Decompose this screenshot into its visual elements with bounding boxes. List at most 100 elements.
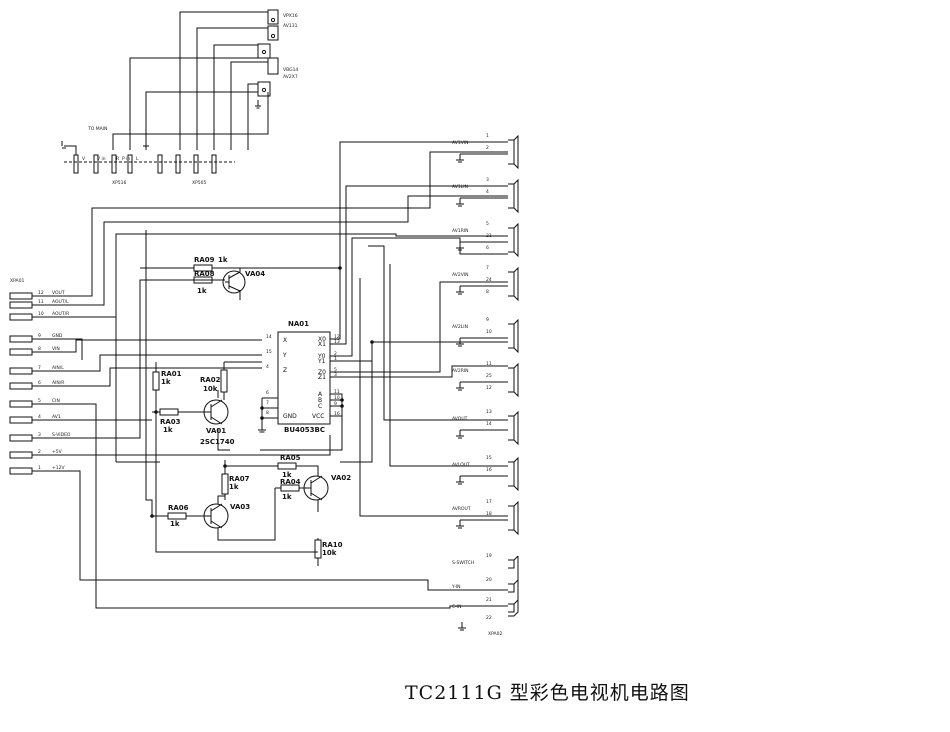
transistor-va02 <box>303 475 329 501</box>
ic-right-pin-number: 1 <box>334 356 337 362</box>
left-pin-box <box>9 301 33 309</box>
left-pin-name: CIN <box>52 398 60 404</box>
ra03-ref: RA03 <box>160 418 181 426</box>
rca-jack <box>508 410 519 446</box>
left-pin-number: 11 <box>38 299 44 305</box>
jack-group-name: AV1LIN <box>452 184 468 190</box>
jack-pin-number: 16 <box>486 467 492 473</box>
left-pin-name: +5V <box>52 449 63 455</box>
ic-right-pin-name: B <box>318 397 322 404</box>
ic-body <box>277 331 331 425</box>
resistor-ra08 <box>193 276 213 284</box>
ic-right-pin-name: X1 <box>318 341 326 348</box>
left-pin-name: VIN <box>52 346 60 352</box>
va01-part: 2SC1740 <box>200 438 235 446</box>
jack-pin-number: 24 <box>486 277 492 283</box>
top-pin-3: P in <box>122 156 130 162</box>
ra04-value: 1k <box>282 493 292 501</box>
ra10-value: 10k <box>322 549 337 557</box>
jack-pin-number: 25 <box>486 373 492 379</box>
jack-group-name: AV2VIN <box>452 272 469 278</box>
ra10-ref: RA10 <box>322 541 343 549</box>
ic-right-pin-name: Z1 <box>318 374 326 381</box>
top-label-3: AV2X7 <box>283 74 298 80</box>
ic-left-pin-number: 8 <box>266 410 269 416</box>
top-pins <box>73 154 217 174</box>
ic-right-pin-name: A <box>318 391 323 398</box>
left-pin-number: 4 <box>38 414 41 420</box>
to-main-label: TO MAIN <box>87 126 107 132</box>
transistor-va03 <box>203 503 229 529</box>
resistor-ra01 <box>152 371 160 391</box>
ra05-ref: RA05 <box>280 454 301 462</box>
left-pin-name: AOUT/R <box>52 311 69 317</box>
ic-right-pin-number: 11 <box>334 389 340 395</box>
right-jacks: AV1VIN12AV1LIN34AV1RIN5216AV2VIN7248AV2L… <box>451 133 519 637</box>
ra07-value: 1k <box>229 483 239 491</box>
ic-right-pin-name: Y0 <box>317 353 326 360</box>
ic-right-pin-number: 13 <box>334 339 340 345</box>
jack-pin-number: 7 <box>486 265 489 271</box>
jack-pin-number: 13 <box>486 409 492 415</box>
rca-jack <box>508 266 519 302</box>
jack-group-name: AV2LIN <box>452 324 468 330</box>
resistor-ra07 <box>221 473 229 495</box>
resistor-ra02 <box>220 369 228 393</box>
ic-left-pin-number: 6 <box>266 390 269 396</box>
jack-group-name: AVROUT <box>452 506 471 512</box>
left-pin-number: 9 <box>38 333 41 339</box>
resistor-ra09 <box>193 264 213 272</box>
jack-pin-number: 4 <box>486 189 489 195</box>
ic-left-pin-number: 15 <box>266 349 272 355</box>
ic-right-pin-name: Z0 <box>318 369 326 376</box>
rca-jack <box>508 500 519 536</box>
ic-left-pin-number: 7 <box>266 400 269 406</box>
left-pin-name: AIN/L <box>52 365 64 371</box>
ic-left-pin-name: Z <box>283 367 287 374</box>
ra09-value: 1k <box>218 256 228 264</box>
ic-right-pin-name: C <box>318 403 322 410</box>
resistor-ra06 <box>167 512 187 520</box>
left-pin-name: +12V <box>52 465 65 471</box>
ic-right-pin-number: 12 <box>334 334 340 340</box>
jack-pin-number: 17 <box>486 499 492 505</box>
jack-pin-number: 5 <box>486 221 489 227</box>
right-jacks-ref: XPA02 <box>488 631 502 637</box>
left-pin-box <box>9 451 33 459</box>
jack-pin-number: 14 <box>486 421 492 427</box>
jack-pin-number: 8 <box>486 289 489 295</box>
rca-jack <box>508 456 519 492</box>
left-connector-ref: XPA01 <box>10 278 24 284</box>
top-part-1: XP505 <box>192 180 207 186</box>
rca-jack <box>508 134 519 170</box>
resistor-ra04 <box>280 484 300 492</box>
left-pin-box <box>9 335 33 343</box>
ic-right-pin-number: 9 <box>334 401 337 407</box>
ra01-value: 1k <box>161 378 171 386</box>
top-label-0: VPX16 <box>283 13 298 19</box>
svideo-jack <box>508 599 519 613</box>
top-pin-2: R <box>116 156 119 162</box>
va04-ref: VA04 <box>245 270 265 278</box>
left-pin-name: VOUT <box>52 290 65 296</box>
top-connector: VPX16 AV131 VBG14 AV2X7 TO MAIN V V in R… <box>61 9 298 186</box>
left-pin-box <box>9 467 33 475</box>
left-pin-name: AV1 <box>52 414 61 420</box>
ic-right-pin-name: X0 <box>318 336 326 343</box>
ra02-value: 10k <box>203 385 218 393</box>
va03-ref: VA03 <box>230 503 250 511</box>
ra06-ref: RA06 <box>168 504 189 512</box>
ic-ref: NA01 <box>288 320 309 328</box>
jack-group-name: C-IN <box>452 604 461 610</box>
jack-pin-number: 20 <box>486 577 492 583</box>
top-pin-0: V <box>82 156 86 162</box>
jack-pin-number: 15 <box>486 455 492 461</box>
ic-right-pin-number: 16 <box>334 411 340 417</box>
jack-pin-number: 9 <box>486 317 489 323</box>
diagram-caption: TC2111G 型彩色电视机电路图 <box>405 682 690 704</box>
left-pin-name: GND <box>52 333 63 339</box>
top-part-0: XP516 <box>112 180 127 186</box>
ra07-ref: RA07 <box>229 475 250 483</box>
